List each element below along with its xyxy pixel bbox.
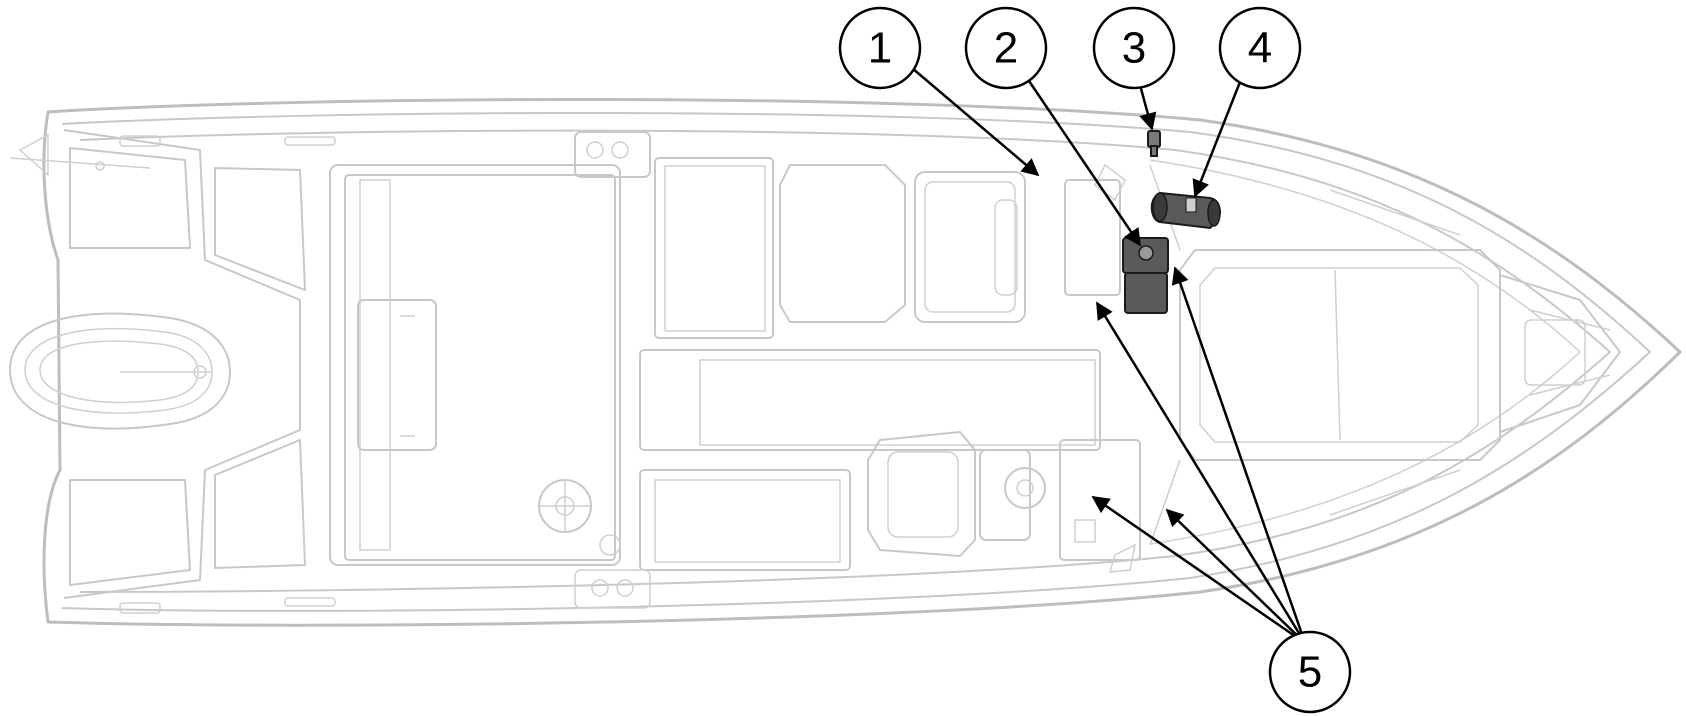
callout-2: 2: [964, 6, 1048, 90]
leader-2: [1025, 77, 1142, 247]
aft-cockpit: [329, 164, 621, 566]
hull-outline: [42, 97, 1682, 627]
callout-5: 5: [1268, 630, 1352, 714]
callout-3-label: 3: [1122, 24, 1146, 73]
stern-area: [9, 129, 306, 599]
callout-4: 4: [1218, 6, 1302, 90]
leader-5c: [1091, 495, 1306, 645]
callout-1: 1: [838, 6, 922, 90]
part-4-cylinder: [1150, 191, 1221, 230]
port-lockers: [574, 131, 1121, 339]
part-2-battery-box: [1122, 237, 1169, 314]
center-deck: [639, 349, 1141, 571]
leader-lines: [911, 67, 1307, 645]
callout-3: 3: [1092, 6, 1176, 90]
leader-5d: [1165, 508, 1306, 644]
outboard-engine: [9, 312, 231, 430]
callout-1-label: 1: [868, 24, 892, 73]
leader-1: [911, 67, 1040, 177]
leader-4: [1192, 81, 1242, 198]
callout-4-label: 4: [1248, 24, 1272, 73]
leader-5b: [1171, 266, 1307, 644]
part-3-fitting: [1147, 130, 1161, 157]
gunwale-hardware: [119, 135, 1137, 614]
callout-5-label: 5: [1298, 648, 1322, 697]
callout-2-label: 2: [994, 24, 1018, 73]
bow-area: [1149, 164, 1621, 546]
leader-3: [1138, 84, 1157, 131]
leader-5a: [1095, 301, 1307, 644]
